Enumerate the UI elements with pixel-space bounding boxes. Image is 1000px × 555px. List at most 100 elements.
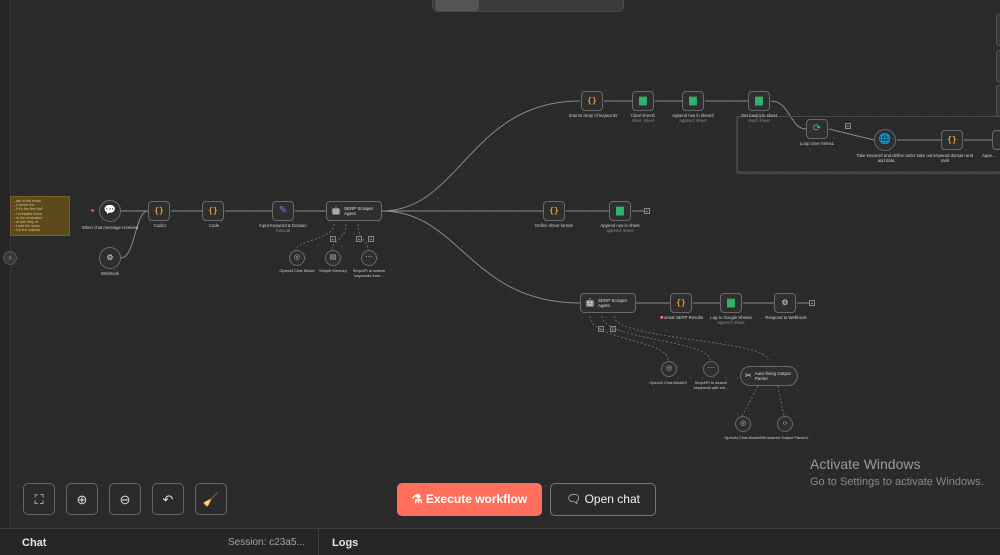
right-panel-button-3[interactable] <box>996 85 1000 117</box>
serp-agent2-label: SERP Scraper Agent <box>597 298 628 308</box>
code-icon: {} <box>549 206 559 215</box>
clear-sheet-sub: clear: sheet <box>631 118 655 123</box>
simple-memory-node[interactable]: ▤ <box>325 250 341 266</box>
webhook-node[interactable]: ⚙ <box>99 247 121 269</box>
openai-icon: ◎ <box>293 254 301 261</box>
format-serp-label: Format SERP Results <box>661 315 703 320</box>
take-out-node[interactable]: {} <box>941 130 963 150</box>
open-chat-label: Open chat <box>584 492 640 506</box>
trigger-dot <box>91 209 94 212</box>
execute-workflow-button[interactable]: ⚗ Execute workflow <box>397 483 542 516</box>
log-sheets-title: Log to Google Sheets <box>710 315 752 320</box>
code-node[interactable]: {} <box>202 201 224 221</box>
webhook-label: Webhook <box>100 271 120 276</box>
error-dot <box>660 316 663 319</box>
add-memory-button[interactable]: + <box>356 236 362 243</box>
openai-chat-model3-node[interactable]: ◎ <box>661 361 677 377</box>
chat-panel-title[interactable]: Chat <box>22 537 47 549</box>
add-tool2-button[interactable]: + <box>610 326 616 333</box>
append-row-node[interactable]: ▆ <box>609 201 631 221</box>
append-row-add-button[interactable]: + <box>644 208 650 215</box>
define-sheet-node[interactable]: {} <box>543 201 565 221</box>
fit-view-button[interactable]: ⛶ <box>23 483 55 515</box>
format-serp-node[interactable]: {} <box>670 293 692 313</box>
fit-view-icon: ⛶ <box>34 492 44 507</box>
code-icon: {} <box>154 206 164 215</box>
get-rows-sub: read: sheet <box>748 118 770 123</box>
input-keyword-title: Input Keyword & Domain <box>259 223 307 228</box>
loop-icon: ⟳ <box>812 123 822 134</box>
chat-icon: 💬 <box>103 205 117 216</box>
canvas-view-tabs[interactable] <box>432 0 624 12</box>
sticky-note[interactable]: ...ate to the email. ...ll derive the ..… <box>10 196 70 236</box>
structured-parser-node[interactable]: ‹› <box>777 416 793 432</box>
undo-button[interactable]: ↶ <box>152 483 184 515</box>
session-id: Session: c23a5... <box>228 537 305 548</box>
add-tool-button[interactable]: + <box>368 236 374 243</box>
input-keyword-node[interactable]: ✎ <box>272 201 294 221</box>
loop-group-frame <box>737 116 1000 174</box>
chat-trigger-label: When chat message received <box>81 225 139 230</box>
code-icon: {} <box>676 298 686 307</box>
append-row2-label: Append row in sheet2 append: sheet <box>663 113 723 123</box>
open-chat-button[interactable]: 🗨 Open chat <box>550 483 656 516</box>
add-model-button[interactable]: + <box>330 236 336 243</box>
tab-editor[interactable] <box>435 0 479 11</box>
bottom-panel: Chat Session: c23a5... Logs <box>0 528 1000 555</box>
code1-node[interactable]: {} <box>148 201 170 221</box>
chat-trigger-node[interactable]: 💬 <box>99 200 121 222</box>
autofixing-node[interactable]: ✂ Auto-fixing Output Parser <box>740 366 798 386</box>
log-sheets-label: Log to Google Sheets append: sheet <box>701 315 761 325</box>
pencil-icon: ✎ <box>278 205 288 216</box>
loop-add-button[interactable]: + <box>845 123 851 130</box>
activate-windows-subtitle: Go to Settings to activate Windows. <box>810 476 984 488</box>
zoom-out-icon: ⊖ <box>119 492 131 507</box>
log-sheets-sub: append: sheet <box>717 320 745 325</box>
sheets-icon: ▆ <box>639 95 647 106</box>
openai-chat-model-node[interactable]: ◎ <box>289 250 305 266</box>
right-panel-button-2[interactable] <box>996 50 1000 82</box>
append-row2-node[interactable]: ▆ <box>682 91 704 111</box>
clear-sheet-label: Clear sheet1 clear: sheet <box>613 113 673 123</box>
append-cut-node[interactable] <box>992 130 1000 150</box>
expand-panel-button[interactable]: › <box>3 251 17 265</box>
input-keyword-sub: manual <box>275 228 291 233</box>
sheets-icon: ▆ <box>616 205 624 216</box>
zoom-out-button[interactable]: ⊖ <box>109 483 141 515</box>
take-keyword-node[interactable]: 🌐 <box>874 129 896 151</box>
serpapi-node[interactable]: ⋯ <box>361 250 377 266</box>
serpapi2-node[interactable]: ⋯ <box>703 361 719 377</box>
panel-divider[interactable] <box>318 529 319 555</box>
add-model2-button[interactable]: + <box>598 326 604 333</box>
openai-chat-model5-node[interactable]: ◎ <box>735 416 751 432</box>
respond-webhook-node[interactable]: ⚙ <box>774 293 796 313</box>
zoom-in-button[interactable]: ⊕ <box>66 483 98 515</box>
serp-agent-node[interactable]: 🤖 SERP Scraper Agent <box>326 201 382 221</box>
respond-add-button[interactable]: + <box>809 300 815 307</box>
sheets-icon: ▆ <box>755 95 763 106</box>
zoom-in-icon: ⊕ <box>76 492 88 507</box>
webhook-icon: ⚙ <box>781 298 789 307</box>
log-sheets-node[interactable]: ▆ <box>720 293 742 313</box>
serp-agent2-node[interactable]: 🤖 SERP Scraper Agent <box>580 293 636 313</box>
returns-array-node[interactable]: {} <box>581 91 603 111</box>
append-row2-title: Append row in sheet2 <box>672 113 714 118</box>
clear-sheet-node[interactable]: ▆ <box>632 91 654 111</box>
robot-icon: 🤖 <box>585 298 595 307</box>
get-rows-title: Get row(s) in sheet <box>740 113 778 118</box>
logs-panel-title[interactable]: Logs <box>332 537 359 549</box>
tidy-up-button[interactable]: 🧹 <box>195 483 227 515</box>
globe-icon: 🌐 <box>878 134 892 145</box>
simple-memory-label: Simple Memory <box>319 268 347 273</box>
get-rows-node[interactable]: ▆ <box>748 91 770 111</box>
code-brackets-icon: ‹› <box>782 420 788 427</box>
append-row2-sub: append: sheet <box>679 118 707 123</box>
activate-windows-title: Activate Windows <box>810 456 921 472</box>
right-panel-button-1[interactable] <box>996 14 1000 46</box>
code-icon: {} <box>587 96 597 105</box>
sheets-icon: ▆ <box>689 95 697 106</box>
more-icon: ⋯ <box>707 365 715 372</box>
append-row-label: Append row in sheet append: sheet <box>590 223 650 233</box>
more-icon: ⋯ <box>365 254 373 261</box>
loop-items-node[interactable]: ⟳ <box>806 119 828 139</box>
